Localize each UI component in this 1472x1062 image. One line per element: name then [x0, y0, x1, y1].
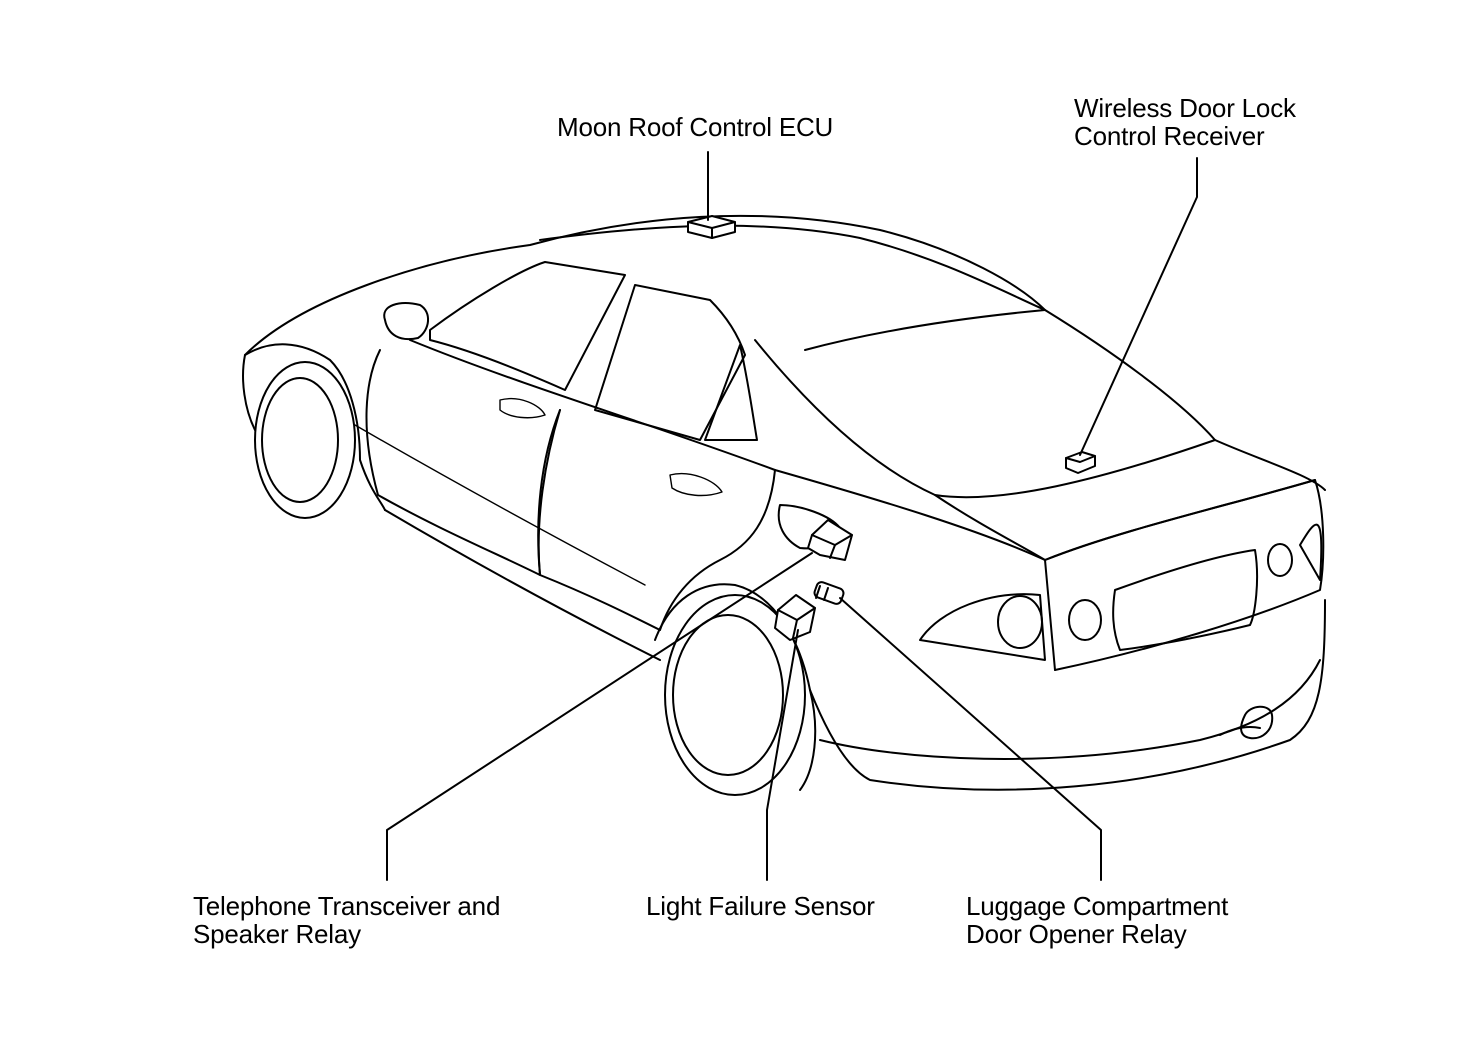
trunk-lid — [934, 479, 1316, 561]
rear-window-lower — [754, 339, 1216, 499]
luggage-relay-label-line1: Luggage Compartment — [966, 891, 1229, 921]
front-fender — [242, 354, 256, 431]
left-inner-light — [1068, 599, 1102, 641]
front-window — [429, 261, 626, 391]
luggage-relay-label-line2: Door Opener Relay — [966, 919, 1187, 949]
front-bumper — [244, 343, 386, 511]
left-tail-light-housing — [919, 593, 1046, 661]
front-door — [365, 349, 561, 576]
roof-outline — [244, 214, 1326, 491]
left-tail-light — [997, 595, 1043, 649]
wireless-receiver-label-line1: Wireless Door Lock — [1074, 93, 1296, 123]
moon-roof-ecu-label-line1: Moon Roof Control ECU — [557, 112, 834, 142]
trunk-lid-front-edge — [804, 309, 1046, 351]
luggage-relay-label: Luggage Compartment Door Opener Relay — [966, 892, 1228, 948]
telephone-relay-label-line1: Telephone Transceiver and — [193, 891, 501, 921]
exhaust-pipe — [1219, 726, 1261, 736]
moon-roof-ecu-box — [687, 215, 736, 239]
rear-bumper — [809, 599, 1326, 791]
rear-door — [537, 409, 776, 631]
rear-rim — [672, 614, 784, 776]
side-mirror — [383, 302, 429, 340]
license-plate-recess — [1112, 549, 1259, 651]
telephone-relay-label-line2: Speaker Relay — [193, 919, 361, 949]
moon-roof-ecu-label: Moon Roof Control ECU — [557, 113, 833, 141]
front-door-handle — [499, 398, 546, 419]
window-belt-line — [409, 339, 776, 471]
front-rim — [261, 377, 339, 503]
telephone-relay-box — [807, 519, 853, 561]
luggage-relay-leader — [839, 597, 1102, 881]
right-tail-light-housing — [1299, 523, 1323, 581]
wireless-receiver-label-line2: Control Receiver — [1074, 121, 1265, 151]
rear-tire — [664, 594, 806, 796]
rocker-panel — [384, 509, 661, 661]
light-failure-sensor-box — [774, 594, 816, 641]
light-failure-sensor-label-line1: Light Failure Sensor — [646, 891, 875, 921]
telephone-relay-label: Telephone Transceiver and Speaker Relay — [193, 892, 500, 948]
side-molding — [354, 424, 646, 586]
front-tire — [254, 361, 356, 519]
rear-door-window — [594, 284, 746, 441]
telephone-relay-leader — [386, 552, 813, 881]
exhaust-tip — [1240, 705, 1274, 740]
bumper-crease — [819, 659, 1321, 760]
sedan-outline — [242, 214, 1326, 796]
wireless-receiver-label: Wireless Door Lock Control Receiver — [1074, 94, 1296, 150]
light-failure-sensor-label: Light Failure Sensor — [646, 892, 875, 920]
wireless-receiver-leader — [1079, 157, 1198, 456]
roof-inner-line — [539, 224, 1046, 311]
light-failure-sensor-leader — [766, 629, 799, 881]
right-inner-light — [1267, 543, 1293, 577]
rear-door-handle — [669, 473, 723, 497]
trunk-lower-edge — [1044, 479, 1325, 671]
rear-quarter — [774, 469, 1056, 671]
luggage-relay-connector — [813, 581, 845, 605]
quarter-window — [704, 344, 758, 441]
